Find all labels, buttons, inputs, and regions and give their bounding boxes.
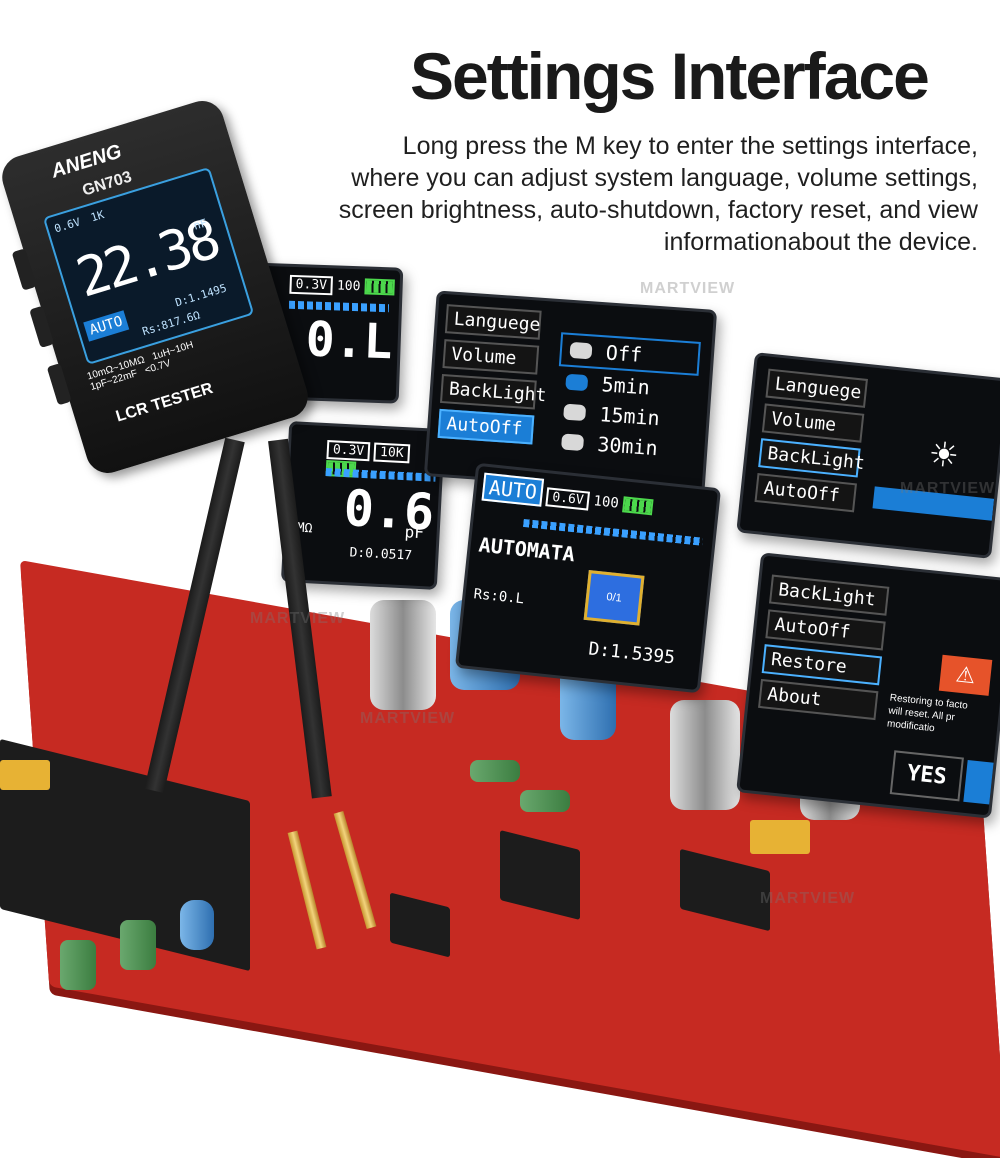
menu-item-autooff[interactable]: AutoOff xyxy=(754,473,857,513)
menu-item-volume[interactable]: Volume xyxy=(761,403,865,443)
watermark: MARTVIEW xyxy=(250,610,346,627)
watermark: MARTVIEW xyxy=(640,280,736,297)
rs-value: Rs:817.6Ω xyxy=(140,308,202,339)
settings-menu: Languege Volume BackLight AutoOff xyxy=(754,368,868,519)
freq-label: 100 xyxy=(592,493,620,512)
d-value: D:1.5395 xyxy=(587,638,676,669)
lcr-tester-label: LCR TESTER xyxy=(113,379,216,426)
smd-component xyxy=(750,820,810,854)
capacitor-silver xyxy=(370,600,436,710)
yes-button[interactable]: YES xyxy=(889,750,964,802)
toggle-icon xyxy=(563,403,587,422)
chip-icon: 0/1 xyxy=(583,570,645,626)
warning-text: Restoring to facto will reset. All pr mo… xyxy=(886,692,999,742)
menu-item-backlight[interactable]: BackLight xyxy=(439,373,547,410)
sun-icon: ☀ xyxy=(926,434,961,476)
resistor xyxy=(520,790,570,812)
voltage-badge: 0.3V xyxy=(326,440,371,462)
menu-item-language[interactable]: Languege xyxy=(765,368,868,408)
smd-component xyxy=(0,760,50,790)
menu-item-autooff[interactable]: AutoOff xyxy=(437,408,535,445)
watermark: MARTVIEW xyxy=(360,710,456,727)
watermark: MARTVIEW xyxy=(760,890,856,907)
d-value: D:1.1495 xyxy=(173,281,229,310)
menu-item-volume[interactable]: Volume xyxy=(442,339,540,375)
toggle-icon xyxy=(569,341,593,360)
signal-bar xyxy=(288,300,390,313)
voltage-label: 0.6V xyxy=(52,215,82,236)
settings-menu: BackLight AutoOff Restore About xyxy=(757,574,890,727)
rs-value: Rs:0.L xyxy=(472,586,525,608)
description-text: Long press the M key to enter the settin… xyxy=(338,132,978,256)
m-key-button[interactable] xyxy=(46,363,72,406)
side-button[interactable] xyxy=(29,305,55,349)
screen-autooff-menu: Languege Volume BackLight AutoOff Off 5m… xyxy=(423,290,718,496)
watermark: MARTVIEW xyxy=(900,480,996,497)
spec-diode: <0.7V xyxy=(143,358,173,377)
voltage-badge: 0.6V xyxy=(545,487,591,511)
no-button[interactable] xyxy=(963,759,998,805)
resistor xyxy=(470,760,520,782)
option-label: 30min xyxy=(596,432,659,461)
menu-item-about[interactable]: About xyxy=(758,678,879,721)
menu-item-backlight[interactable]: BackLight xyxy=(768,574,890,616)
freq-label: 100 xyxy=(336,278,361,295)
mode-badge: AUTO xyxy=(481,472,545,507)
page-title: Settings Interface xyxy=(410,39,930,113)
battery-icon xyxy=(364,278,396,296)
lcr-tester-device: ANENG GN703 0.6V 1K AUTO 22.38 nF D:1.14… xyxy=(0,95,314,479)
menu-item-backlight[interactable]: BackLight xyxy=(758,438,866,478)
automata-title: AUTOMATA xyxy=(477,532,576,567)
capacitor-silver xyxy=(670,700,740,810)
option-label: Off xyxy=(605,340,643,367)
autooff-options: Off 5min 15min 30min xyxy=(553,332,701,465)
chip-label: 0/1 xyxy=(605,591,623,605)
screen-backlight-menu: Languege Volume BackLight AutoOff ☀ xyxy=(736,352,1000,559)
freq-label: 1K xyxy=(89,208,106,225)
side-button[interactable] xyxy=(11,248,37,291)
option-label: 5min xyxy=(600,372,651,400)
toggle-icon xyxy=(561,433,585,452)
warning-icon: ⚠ xyxy=(938,654,993,696)
option-label: 15min xyxy=(598,402,661,431)
unit-label: pF xyxy=(404,522,425,543)
resistor xyxy=(60,940,96,990)
screen-restore: BackLight AutoOff Restore About ⚠ Restor… xyxy=(736,552,1000,819)
d-value: D:0.0517 xyxy=(349,545,413,564)
toggle-icon xyxy=(565,373,589,392)
menu-item-restore[interactable]: Restore xyxy=(761,644,883,686)
menu-item-language[interactable]: Languege xyxy=(444,304,542,340)
reading-value: 0.L xyxy=(304,311,394,371)
resistor xyxy=(120,920,156,970)
menu-item-autooff[interactable]: AutoOff xyxy=(765,609,886,651)
battery-icon xyxy=(622,496,654,516)
voltage-badge: 0.3V xyxy=(289,274,334,296)
capacitor-blue xyxy=(180,900,214,950)
mode-badge: AUTO xyxy=(83,310,129,342)
settings-menu: Languege Volume BackLight AutoOff xyxy=(437,304,547,450)
freq-badge: 10K xyxy=(373,442,411,464)
